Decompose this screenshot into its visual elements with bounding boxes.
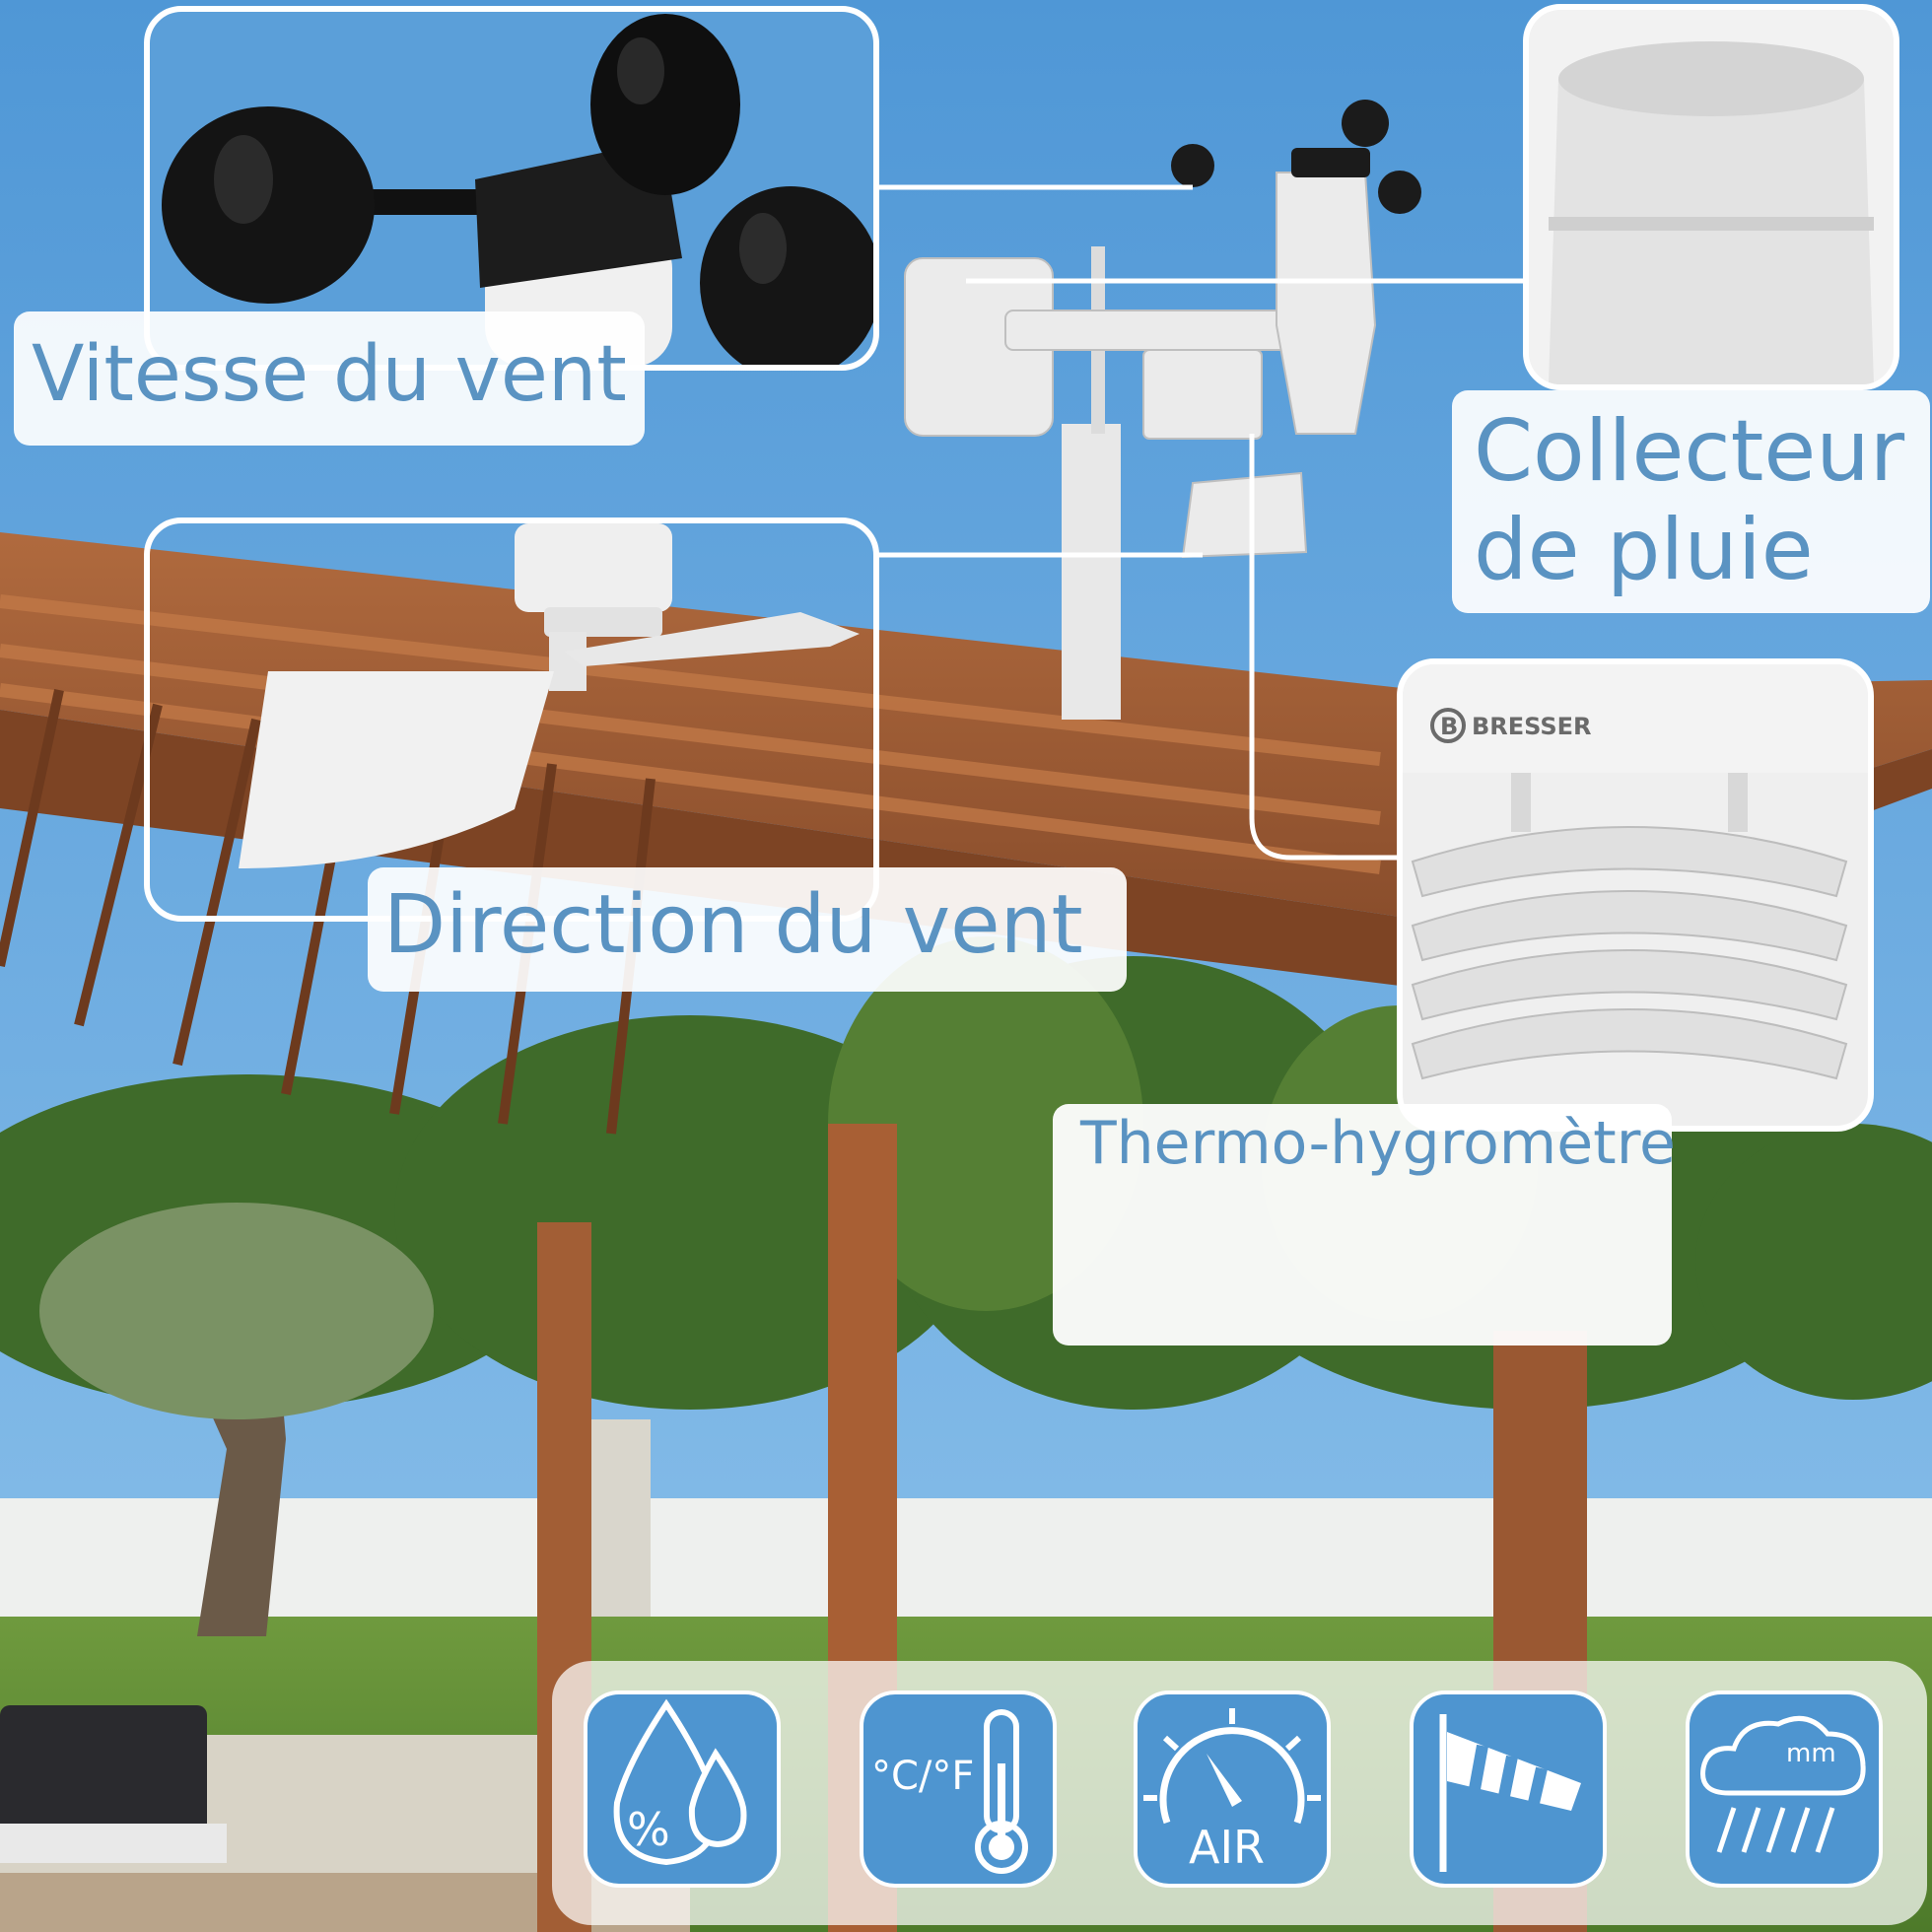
olive-tree [39,1203,434,1636]
weather-station [904,172,1377,559]
lounge-chair [0,1705,207,1853]
station-anemometer-cups [1171,100,1421,214]
wind-vane-icon [239,523,860,868]
wind-speed-label: Vitesse du vent [14,311,645,446]
thermometer-icon [975,1709,1028,1874]
wind-speed-callout [144,6,879,371]
radiation-shield-icon: B BRESSER [1403,664,1868,1080]
humidity-drops-icon [613,1698,747,1866]
rain-collector-label: Collecteur de pluie [1452,390,1930,613]
wind-tile [1410,1690,1607,1888]
temperature-tile: °C/°F [860,1690,1057,1888]
bresser-logo: B BRESSER [1430,708,1592,743]
thermo-hygrometer-callout: B BRESSER [1397,658,1874,1132]
air-pressure-tile: AIR [1134,1690,1331,1888]
thermo-hygrometer-label: Thermo-hygromètre [1053,1104,1676,1346]
svg-text:BRESSER: BRESSER [1472,713,1592,740]
rain-collector-callout [1523,4,1899,390]
rain-collector-icon [1549,41,1874,384]
garden-wall [0,1498,1932,1617]
rain-collector-label-line2: de pluie [1474,501,1814,599]
wind-direction-callout [144,518,879,922]
station-mast [1062,424,1121,720]
rain-tile: mm [1686,1690,1883,1888]
svg-text:B: B [1440,713,1458,740]
air-pressure-text: AIR [1189,1821,1265,1874]
thermo-hygrometer-label-text: Thermo-hygromètre [1080,1109,1676,1178]
rain-collector-label-line1: Collecteur [1474,402,1905,501]
wind-speed-label-text: Vitesse du vent [32,330,627,419]
barometer-gauge-icon [1143,1708,1321,1825]
rain-cloud-icon [1700,1715,1866,1853]
humidity-tile: % [584,1690,781,1888]
temperature-unit-text: °C/°F [871,1754,975,1799]
windsock-icon [1439,1714,1581,1872]
humidity-percent-text: % [627,1803,670,1856]
wind-direction-label: Direction du vent [368,867,1127,992]
rain-unit-text: mm [1786,1739,1836,1768]
wind-direction-label-text: Direction du vent [383,878,1083,972]
